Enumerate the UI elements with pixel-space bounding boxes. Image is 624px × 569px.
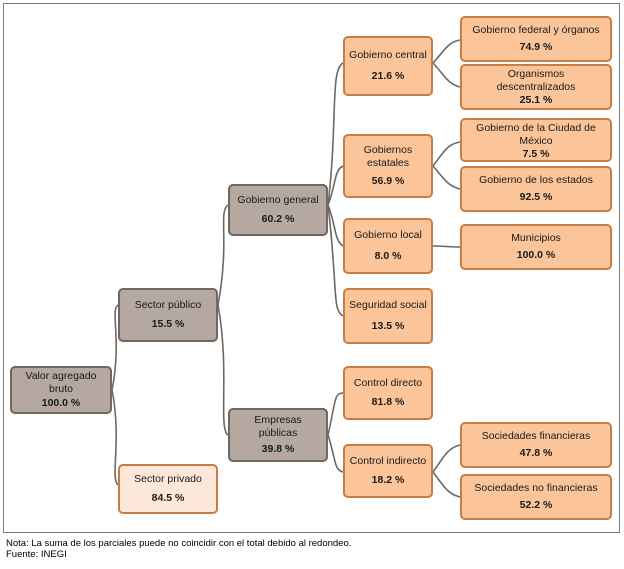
connector-gobgeneral-estatales	[327, 165, 344, 206]
node-label: Sociedades no financieras	[474, 482, 598, 494]
node-percent: 47.8 %	[519, 447, 553, 459]
connector-central-organismos	[432, 62, 461, 88]
node-label: Gobierno local	[354, 229, 422, 242]
node-percent: 15.5 %	[151, 318, 185, 331]
node-label: Seguridad social	[349, 299, 427, 312]
node-organismos-descentralizados: Organismos descentralizados 25.1 %	[460, 64, 612, 110]
note-text: Nota: La suma de los parciales puede no …	[6, 538, 352, 549]
node-label: Gobierno de la Ciudad de México	[476, 122, 596, 147]
node-sector-publico: Sector público 15.5 %	[118, 288, 218, 342]
node-label: Sector privado	[134, 473, 202, 486]
node-label: Gobierno general	[237, 194, 319, 206]
node-sociedades-financieras: Sociedades financieras 47.8 %	[460, 422, 612, 468]
node-label: Gobierno central	[349, 48, 427, 61]
connector-empresas-directo	[327, 392, 344, 436]
node-percent: 52.2 %	[519, 499, 553, 511]
node-percent: 60.2 %	[261, 213, 295, 225]
node-label: Sector público	[134, 298, 202, 311]
node-sociedades-no-financieras: Sociedades no financieras 52.2 %	[460, 474, 612, 520]
node-seguridad-social: Seguridad social 13.5 %	[343, 288, 433, 344]
node-label: Valor agregado bruto	[25, 370, 97, 396]
node-percent: 18.2 %	[371, 474, 405, 487]
node-percent: 81.8 %	[371, 396, 405, 409]
connector-publico-gobgeneral	[217, 204, 229, 306]
node-gobierno-general: Gobierno general 60.2 %	[228, 184, 328, 236]
connector-gobgeneral-central	[327, 62, 344, 206]
node-percent: 21.6 %	[371, 70, 405, 83]
node-label: Municipios	[511, 232, 561, 244]
footnotes: Nota: La suma de los parciales puede no …	[6, 538, 351, 560]
node-percent: 7.5 %	[522, 148, 550, 160]
source-text: Fuente: INEGI	[6, 549, 67, 560]
connector-gobgeneral-local	[327, 204, 344, 247]
node-empresas-publicas: Empresas públicas 39.8 %	[228, 408, 328, 462]
connector-publico-empresas	[217, 304, 229, 436]
node-label: Control directo	[353, 376, 423, 389]
node-label: Gobierno federal y órganos	[472, 24, 600, 36]
node-percent: 92.5 %	[519, 191, 553, 203]
node-label: Sociedades financieras	[481, 430, 591, 442]
node-gobiernos-estatales: Gobiernos estatales 56.9 %	[343, 134, 433, 198]
connector-gobgeneral-seguridad	[327, 204, 344, 317]
connector-indirecto-socfin	[432, 444, 461, 473]
node-percent: 39.8 %	[261, 442, 295, 455]
node-label: Empresas públicas	[254, 414, 302, 440]
node-percent: 8.0 %	[374, 249, 402, 262]
connector-estatales-cdmx	[432, 141, 461, 167]
node-sector-privado: Sector privado 84.5 %	[118, 464, 218, 514]
node-valor-agregado-bruto: Valor agregado bruto 100.0 %	[10, 366, 112, 414]
node-control-directo: Control directo 81.8 %	[343, 366, 433, 420]
connector-indirecto-socnofin	[432, 471, 461, 498]
node-gobierno-estados: Gobierno de los estados 92.5 %	[460, 166, 612, 212]
node-label: Organismos descentralizados	[496, 68, 576, 93]
node-percent: 100.0 %	[41, 396, 81, 409]
node-percent: 74.9 %	[519, 41, 553, 53]
node-label: Control indirecto	[349, 454, 427, 467]
node-label: Gobierno de los estados	[479, 174, 593, 186]
node-percent: 25.1 %	[519, 94, 553, 106]
connector-empresas-indirecto	[327, 434, 344, 473]
connector-valor-privado	[111, 389, 119, 486]
node-percent: 84.5 %	[151, 491, 185, 504]
node-municipios: Municipios 100.0 %	[460, 224, 612, 270]
node-control-indirecto: Control indirecto 18.2 %	[343, 444, 433, 498]
node-gobierno-cdmx: Gobierno de la Ciudad de México 7.5 %	[460, 118, 612, 162]
node-percent: 56.9 %	[371, 175, 405, 188]
connector-local-municipios	[432, 245, 461, 248]
node-percent: 100.0 %	[516, 249, 556, 261]
connector-estatales-estados	[432, 165, 461, 190]
node-percent: 13.5 %	[371, 319, 405, 332]
node-label: Gobiernos estatales	[363, 143, 413, 169]
diagram-frame	[3, 3, 620, 533]
connector-valor-publico	[111, 304, 119, 391]
node-gobierno-local: Gobierno local 8.0 %	[343, 218, 433, 274]
node-gobierno-central: Gobierno central 21.6 %	[343, 36, 433, 96]
node-gobierno-federal: Gobierno federal y órganos 74.9 %	[460, 16, 612, 62]
connector-central-federal	[432, 39, 461, 64]
